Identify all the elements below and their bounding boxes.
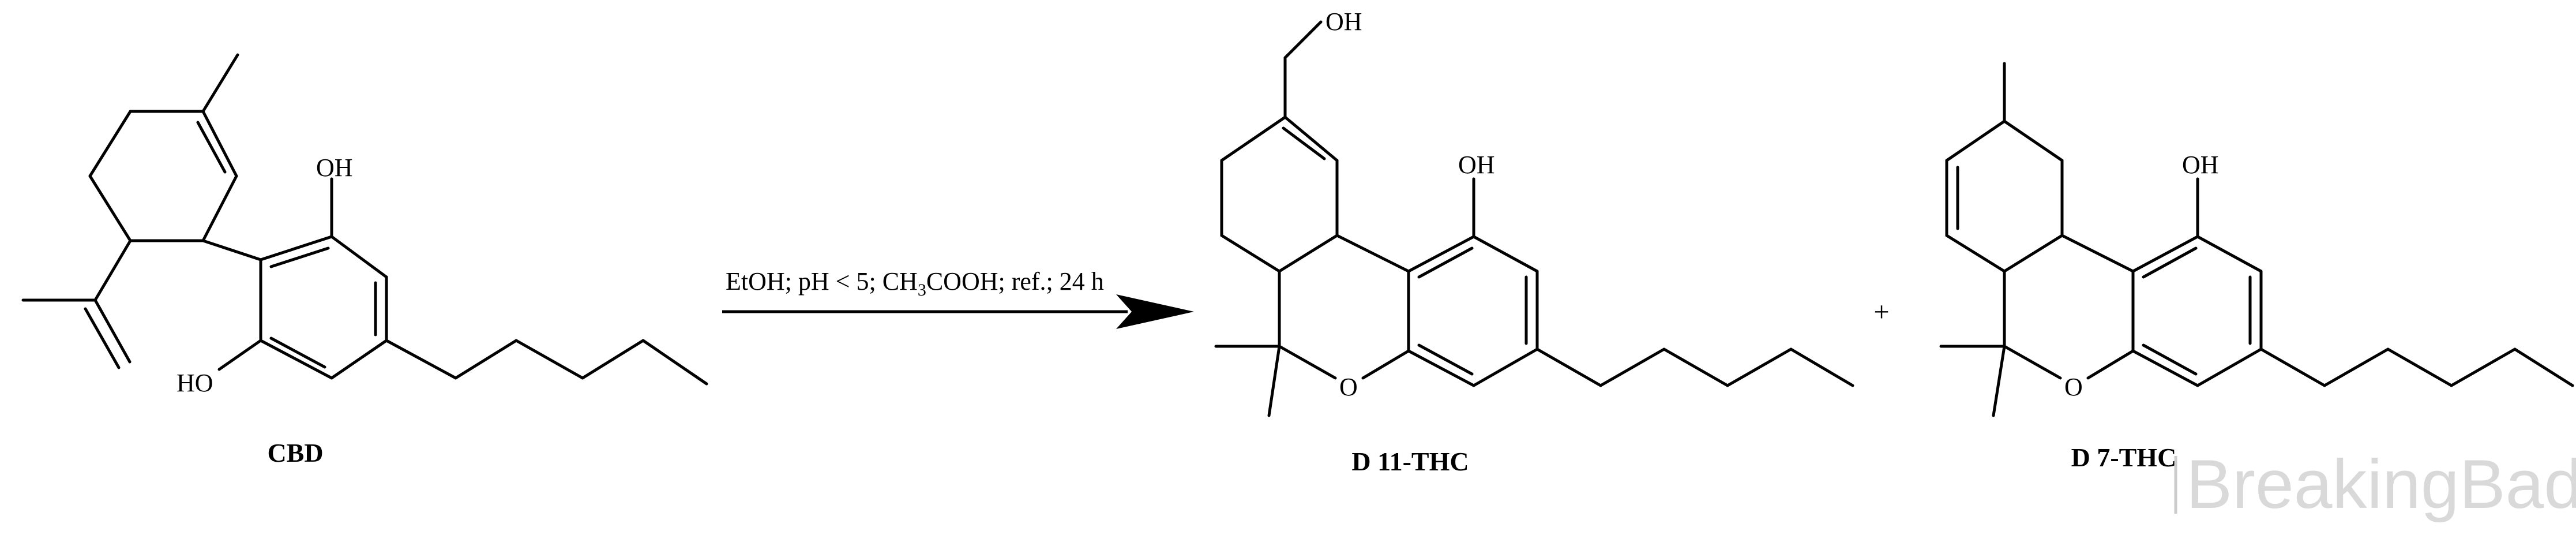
- d11-oh-top-label: OH: [1325, 8, 1362, 36]
- conditions-part-1: EtOH; pH < 5; CH: [726, 267, 918, 296]
- d11-thc-structure: [1214, 20, 1854, 417]
- d11-thc-name: D 11-THC: [1351, 447, 1469, 476]
- cbd-name: CBD: [267, 438, 323, 468]
- conditions-part-2: COOH; ref.; 24 h: [926, 267, 1104, 296]
- plus-sign: +: [1873, 297, 1889, 327]
- reaction-arrow: [722, 294, 1194, 329]
- d7-oh-phenol-label: OH: [2182, 151, 2219, 179]
- d7-ring-o-label: O: [2064, 373, 2083, 401]
- cbd-oh-top-label: OH: [316, 154, 353, 182]
- d7-thc-name: D 7-THC: [2071, 443, 2177, 472]
- d7-thc-structure: [1939, 62, 2574, 417]
- d11-ring-o-label: O: [1339, 373, 1358, 401]
- cbd-structure: [21, 53, 708, 386]
- reaction-conditions: EtOH; pH < 5; CH3COOH; ref.; 24 h: [726, 267, 1104, 300]
- conditions-subscript: 3: [918, 281, 926, 300]
- cbd-oh-bottom-label: HO: [177, 369, 213, 397]
- d11-oh-phenol-label: OH: [1458, 151, 1495, 179]
- watermark: BreakingBad: [2186, 446, 2576, 523]
